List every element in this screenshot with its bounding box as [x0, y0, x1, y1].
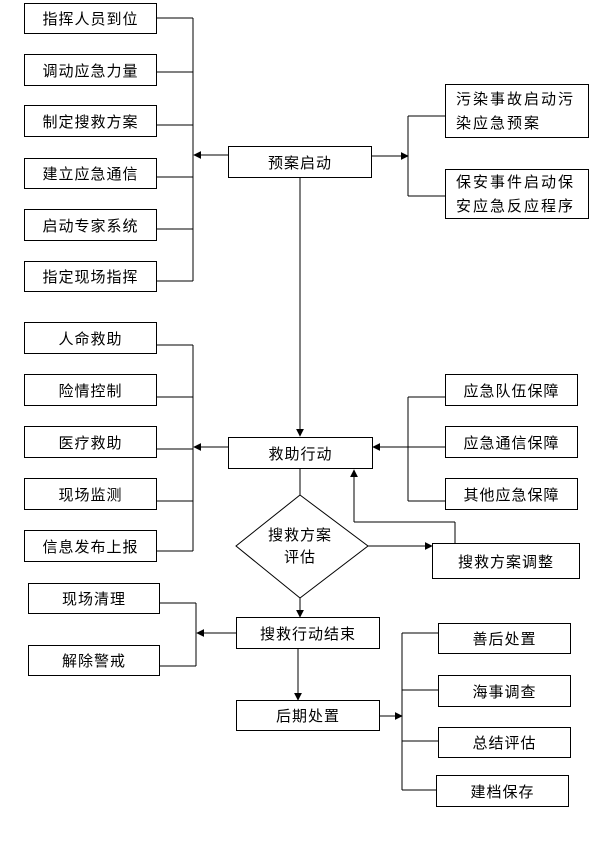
step-team-support: 应急队伍保障 [445, 374, 578, 406]
rescue-action: 救助行动 [228, 437, 373, 469]
rescue-plan-adjustment: 搜救方案调整 [432, 543, 580, 579]
step-expert-system: 启动专家系统 [24, 209, 157, 241]
step-comms-support: 应急通信保障 [445, 426, 578, 458]
step-lift-alert: 解除警戒 [28, 645, 160, 676]
step-recovery: 善后处置 [438, 623, 571, 654]
plan-start: 预案启动 [228, 146, 372, 178]
step-hazard-control: 险情控制 [24, 374, 157, 406]
step-life-rescue: 人命救助 [24, 322, 157, 354]
step-onsite-command: 指定现场指挥 [24, 261, 157, 292]
step-summary-evaluation: 总结评估 [438, 727, 571, 758]
rescue-plan-evaluation: 搜救方案评估 [262, 524, 338, 568]
evaluation-text: 搜救方案评估 [267, 526, 332, 566]
step-pollution-plan: 污染事故启动污染应急预案 [445, 84, 589, 138]
step-medical-rescue: 医疗救助 [24, 426, 157, 458]
step-commanders-in-place: 指挥人员到位 [24, 3, 157, 34]
step-site-monitoring: 现场监测 [24, 478, 157, 510]
step-info-release: 信息发布上报 [24, 530, 157, 562]
step-other-support: 其他应急保障 [445, 478, 578, 510]
step-maritime-investigation: 海事调查 [438, 675, 571, 707]
step-mobilize-forces: 调动应急力量 [24, 54, 157, 86]
rescue-action-end: 搜救行动结束 [236, 617, 380, 649]
step-emergency-comms: 建立应急通信 [24, 158, 157, 189]
step-site-cleanup: 现场清理 [28, 583, 160, 614]
step-security-procedure: 保安事件启动保安应急反应程序 [445, 169, 589, 219]
step-rescue-plan: 制定搜救方案 [24, 105, 157, 137]
step-archive: 建档保存 [436, 775, 569, 807]
aftermath: 后期处置 [236, 700, 380, 731]
